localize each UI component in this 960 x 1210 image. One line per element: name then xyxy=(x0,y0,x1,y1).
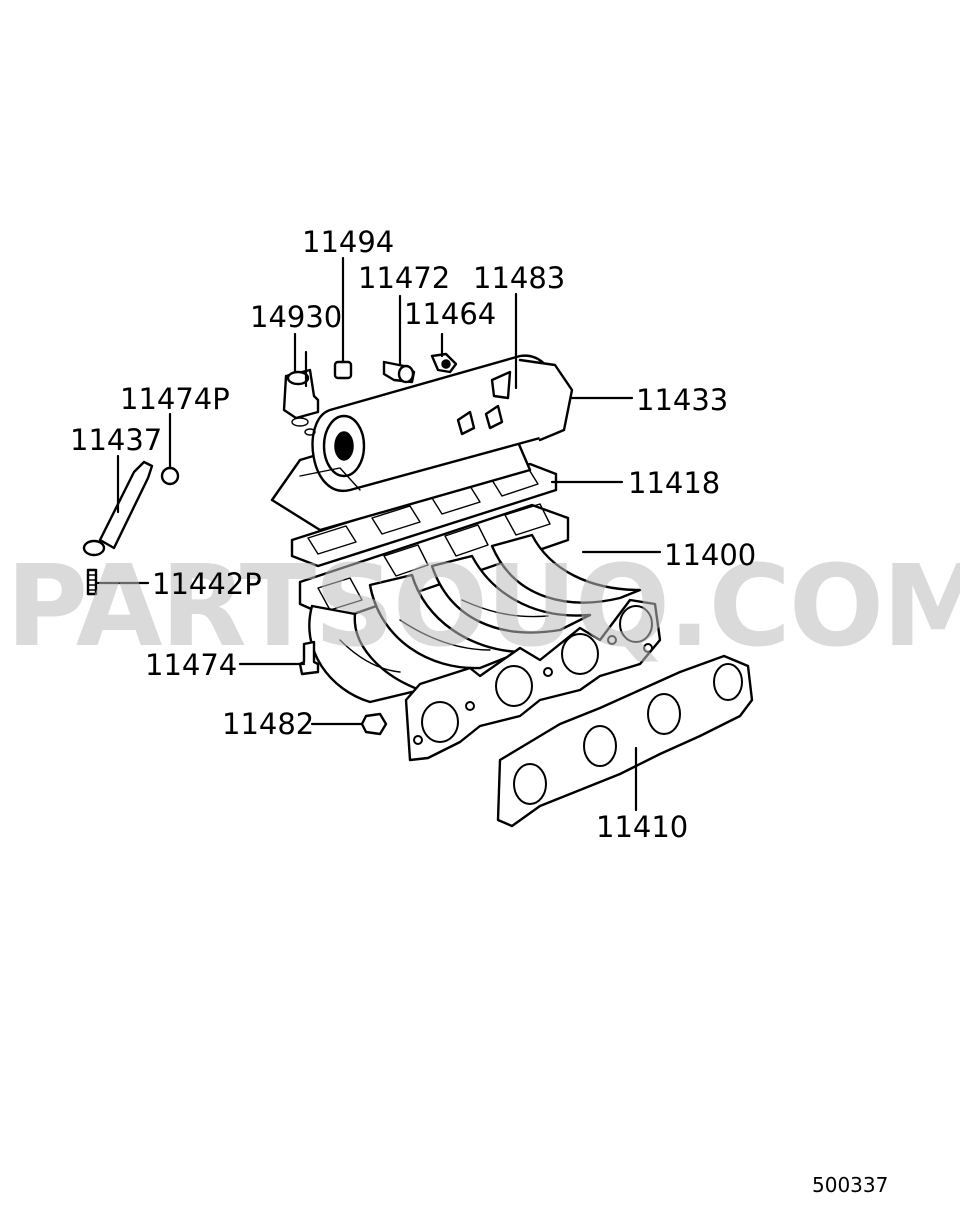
head-gasket-drawing xyxy=(496,654,754,828)
callout-11482[interactable]: 11482 xyxy=(222,707,314,741)
callout-11464[interactable]: 11464 xyxy=(404,297,496,331)
watermark: PARTSOUQ.COM xyxy=(6,542,960,672)
callout-11410[interactable]: 11410 xyxy=(596,810,688,844)
callout-11483[interactable]: 11483 xyxy=(473,261,565,295)
diagram-code: 500337 xyxy=(812,1173,888,1197)
callout-11400[interactable]: 11400 xyxy=(664,538,756,572)
air-plenum-drawing xyxy=(270,354,574,532)
callout-11442P[interactable]: 11442P xyxy=(152,567,262,601)
small-parts-drawing xyxy=(82,350,458,736)
callout-11474[interactable]: 11474 xyxy=(145,648,237,682)
callout-14930[interactable]: 14930 xyxy=(250,300,342,334)
callout-11494[interactable]: 11494 xyxy=(302,225,394,259)
callout-11418[interactable]: 11418 xyxy=(628,466,720,500)
intake-manifold-drawing xyxy=(298,503,662,762)
callout-11472[interactable]: 11472 xyxy=(358,261,450,295)
callout-11437[interactable]: 11437 xyxy=(70,423,162,457)
leader-lines xyxy=(96,256,662,812)
callout-11433[interactable]: 11433 xyxy=(636,383,728,417)
callout-11474P[interactable]: 11474P xyxy=(120,382,230,416)
